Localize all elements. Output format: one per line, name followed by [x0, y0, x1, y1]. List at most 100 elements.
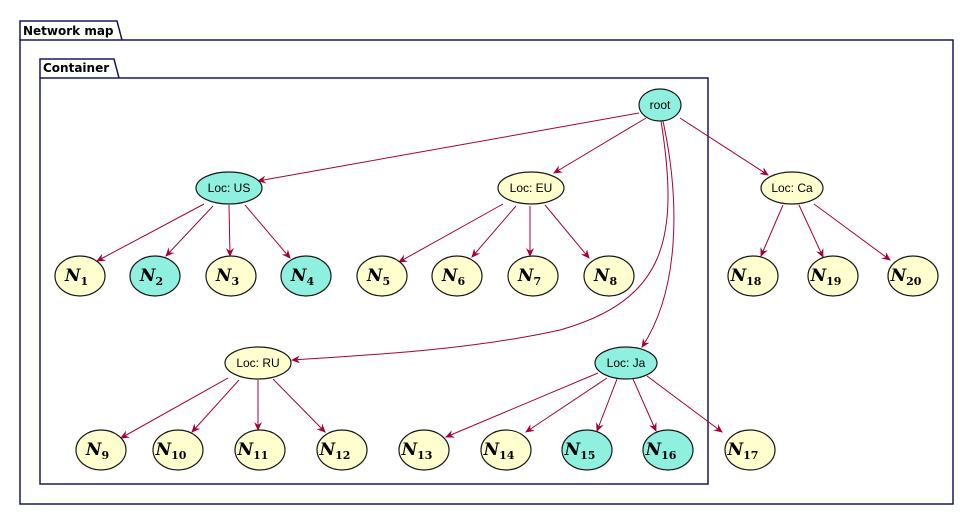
- node-label: N18: [730, 266, 762, 288]
- edge-ja-to-n16: [632, 378, 657, 432]
- node-shape: [234, 429, 286, 471]
- location-node-shape: [594, 346, 658, 380]
- edge-us-to-n4: [244, 204, 291, 259]
- node-n4[interactable]: N4: [280, 255, 332, 297]
- edge-ca-to-n19: [798, 204, 824, 258]
- location-node-eu[interactable]: Loc: EU: [497, 171, 565, 205]
- node-n8[interactable]: N8: [583, 255, 635, 297]
- edge-ja-to-n17: [646, 375, 723, 433]
- node-n1[interactable]: N1: [54, 255, 106, 297]
- node-n13[interactable]: N13: [398, 429, 450, 471]
- node-shape: [431, 255, 483, 297]
- node-label: N7: [517, 266, 541, 288]
- location-node-us[interactable]: Loc: US: [195, 171, 263, 205]
- edge-ru-to-n12: [272, 378, 326, 433]
- package-tab: [19, 20, 123, 41]
- node-label: N4: [290, 266, 315, 288]
- node-shape: [642, 429, 694, 471]
- node-n6[interactable]: N6: [431, 255, 483, 297]
- node-label: N15: [564, 440, 596, 462]
- location-node-label: Loc: Ja: [607, 356, 646, 370]
- edge-root-to-ca: [679, 117, 769, 176]
- location-node-ru[interactable]: Loc: RU: [224, 346, 292, 380]
- node-label: N19: [810, 266, 842, 288]
- node-label: N3: [215, 266, 239, 288]
- node-label: N13: [401, 440, 433, 462]
- location-node-label: Loc: Ca: [771, 181, 813, 195]
- location-node-label: Loc: EU: [510, 181, 553, 195]
- location-node-label: Loc: US: [208, 181, 251, 195]
- package-label: Container: [43, 61, 109, 75]
- node-n2[interactable]: N2: [129, 255, 181, 297]
- node-n14[interactable]: N14: [480, 429, 532, 471]
- node-n5[interactable]: N5: [356, 255, 408, 297]
- node-n3[interactable]: N3: [205, 255, 257, 297]
- node-label: N6: [441, 266, 466, 288]
- edge-ja-to-n13: [445, 372, 599, 438]
- root-node[interactable]: root: [638, 88, 682, 122]
- package-tab: [39, 58, 120, 79]
- edge-eu-to-n5: [398, 203, 504, 263]
- package-network-map: Network map: [19, 20, 954, 505]
- location-node-shape: [224, 346, 292, 380]
- location-node-shape: [195, 171, 263, 205]
- edge-root-to-eu: [553, 117, 647, 174]
- node-n15[interactable]: N15: [561, 429, 613, 471]
- node-label: N10: [155, 440, 187, 462]
- edge-ja-to-n14: [525, 377, 608, 433]
- node-n19[interactable]: N19: [807, 255, 859, 297]
- node-label: N5: [366, 266, 390, 288]
- edge-ru-to-n9: [120, 377, 229, 439]
- node-label: N16: [645, 440, 677, 462]
- location-node-label: Loc: RU: [236, 356, 279, 370]
- edge-eu-to-n6: [471, 205, 517, 258]
- edge-us-to-n1: [96, 203, 205, 262]
- node-shape: [807, 255, 859, 297]
- node-shape: [398, 429, 450, 471]
- node-label: N9: [85, 440, 109, 462]
- node-shape: [129, 255, 181, 297]
- node-label: N12: [319, 440, 351, 462]
- location-node-shape: [497, 171, 565, 205]
- node-shape: [54, 255, 106, 297]
- node-shape: [727, 255, 779, 297]
- node-n9[interactable]: N9: [75, 429, 127, 471]
- node-shape: [316, 429, 368, 471]
- location-node-ca[interactable]: Loc: Ca: [760, 171, 824, 205]
- location-node-shape: [760, 171, 824, 205]
- node-n12[interactable]: N12: [316, 429, 368, 471]
- node-n17[interactable]: N17: [724, 429, 776, 471]
- node-shape: [507, 255, 559, 297]
- node-shape: [152, 429, 204, 471]
- node-label: N1: [64, 266, 88, 288]
- node-n10[interactable]: N10: [152, 429, 204, 471]
- edge-ca-to-n20: [813, 203, 891, 261]
- node-label: N20: [890, 266, 922, 288]
- node-label: N8: [593, 266, 618, 288]
- node-shape: [724, 429, 776, 471]
- package-frame: [39, 77, 709, 485]
- package-label: Network map: [23, 24, 114, 38]
- edge-root-to-ja: [641, 120, 675, 348]
- edges-layer: [96, 112, 891, 439]
- node-shape: [480, 429, 532, 471]
- node-n18[interactable]: N18: [727, 255, 779, 297]
- root-node-shape: [638, 88, 682, 122]
- edge-root-to-ru: [291, 120, 669, 364]
- edge-us-to-n2: [165, 205, 214, 257]
- node-shape: [356, 255, 408, 297]
- node-shape: [75, 429, 127, 471]
- node-shape: [205, 255, 257, 297]
- node-label: N14: [483, 440, 515, 462]
- edge-ja-to-n15: [596, 378, 618, 432]
- node-shape: [280, 255, 332, 297]
- node-n16[interactable]: N16: [642, 429, 694, 471]
- package-frame: [19, 39, 954, 505]
- node-n11[interactable]: N11: [234, 429, 286, 471]
- node-shape: [887, 255, 939, 297]
- node-n20[interactable]: N20: [887, 255, 939, 297]
- node-n7[interactable]: N7: [507, 255, 559, 297]
- location-node-ja[interactable]: Loc: Ja: [594, 346, 658, 380]
